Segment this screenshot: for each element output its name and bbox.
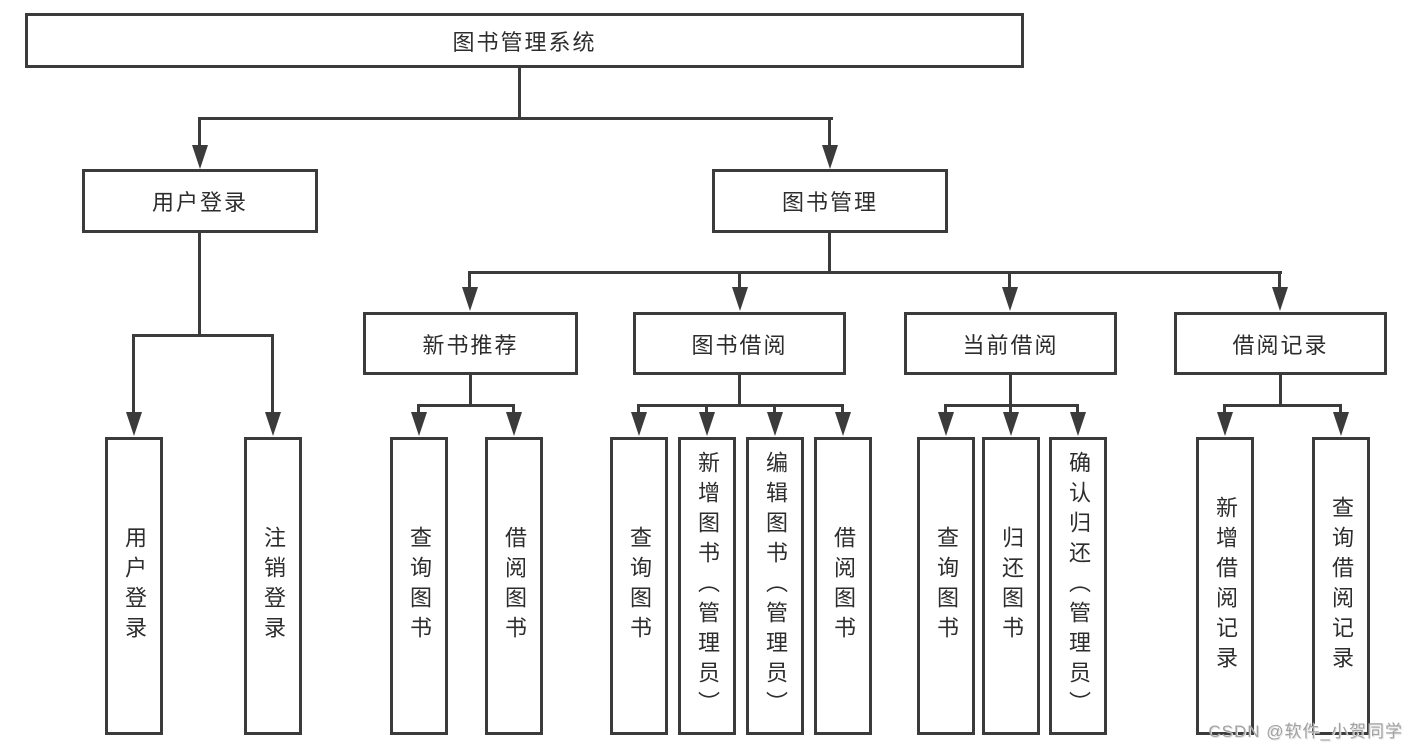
node-leaf-logout: 注销登录 [244, 437, 302, 735]
node-root-label: 图书管理系统 [452, 29, 597, 55]
connector-stub [417, 404, 420, 418]
node-label: 借阅图书 [831, 526, 856, 646]
node-leaf-return-book: 归还图书 [982, 437, 1040, 735]
node-section-current-borrow: 当前借阅 [904, 312, 1117, 375]
node-label: 新书推荐 [422, 332, 519, 358]
connector-user-login-trunk [198, 233, 201, 336]
arrow-down-icon [1333, 412, 1349, 436]
arrow-down-icon [835, 412, 851, 436]
arrow-down-icon [265, 412, 281, 436]
node-label: 查询借阅记录 [1329, 496, 1354, 676]
arrow-down-icon [192, 145, 208, 169]
connector-book-mgmt-trunk [828, 233, 831, 274]
arrow-down-icon [411, 412, 427, 436]
node-leaf-user-login: 用户登录 [105, 437, 163, 735]
arrow-down-icon [732, 287, 748, 311]
node-label: 借阅图书 [502, 526, 527, 646]
node-leaf-current-query-book: 查询图书 [917, 437, 975, 735]
node-label: 图书借阅 [691, 332, 788, 358]
arrow-down-icon [767, 412, 783, 436]
node-leaf-edit-book-admin: 编辑图书（管理员） [746, 437, 804, 735]
connector-stub [773, 404, 776, 418]
csdn-watermark: CSDN @软件_小贺同学 [1208, 722, 1403, 741]
arrow-down-icon [822, 145, 838, 169]
node-leaf-borrow-query-book: 查询图书 [610, 437, 668, 735]
node-label: 查询图书 [934, 526, 959, 646]
node-root-system: 图书管理系统 [25, 13, 1024, 68]
connector-stub [1278, 271, 1281, 293]
arrow-down-icon [699, 412, 715, 436]
connector-stub [512, 404, 515, 418]
connector-stub [1339, 404, 1342, 418]
arrow-down-icon [1003, 412, 1019, 436]
connector-section-trunk [738, 375, 741, 406]
connector-section-trunk [469, 375, 472, 406]
node-section-book-borrow: 图书借阅 [633, 312, 846, 375]
node-label: 归还图书 [999, 526, 1024, 646]
node-leaf-borrow-book: 借阅图书 [814, 437, 872, 735]
node-label: 注销登录 [261, 526, 286, 646]
connector-stub [1009, 404, 1012, 418]
connector-stub [132, 334, 135, 414]
node-leaf-recommend-borrow-book: 借阅图书 [485, 437, 543, 735]
node-leaf-query-borrow-record: 查询借阅记录 [1312, 437, 1370, 735]
connector-stub [841, 404, 844, 418]
node-section-borrow-records: 借阅记录 [1174, 312, 1387, 375]
arrow-down-icon [1272, 287, 1288, 311]
node-label: 用户登录 [151, 190, 248, 215]
connector-group-split [417, 404, 515, 407]
arrow-down-icon [1070, 412, 1086, 436]
connector-section-trunk [1009, 375, 1012, 406]
node-leaf-add-book-admin: 新增图书（管理员） [678, 437, 736, 735]
node-label: 借阅记录 [1232, 332, 1329, 358]
node-label: 编辑图书（管理员） [763, 451, 788, 721]
node-section-new-book-recommend: 新书推荐 [363, 312, 578, 375]
connector-stub [468, 271, 471, 293]
node-label: 用户登录 [122, 526, 147, 646]
connector-group-split [637, 404, 844, 407]
node-leaf-confirm-return-admin: 确认归还（管理员） [1049, 437, 1107, 735]
arrow-down-icon [1002, 287, 1018, 311]
connector-stub [738, 271, 741, 293]
node-label: 确认归还（管理员） [1066, 451, 1091, 721]
node-label: 新增图书（管理员） [695, 451, 720, 721]
node-leaf-add-borrow-record: 新增借阅记录 [1196, 437, 1254, 735]
node-leaf-recommend-query-book: 查询图书 [390, 437, 448, 735]
connector-stub [1008, 271, 1011, 293]
connector-group-split [1223, 404, 1342, 407]
connector-root-split [198, 117, 833, 120]
arrow-down-icon [631, 412, 647, 436]
connector-stub [1223, 404, 1226, 418]
arrow-down-icon [938, 412, 954, 436]
connector-stub [637, 404, 640, 418]
connector-sections-split [468, 271, 1282, 274]
connector-stub [944, 404, 947, 418]
node-branch-user-login: 用户登录 [82, 169, 318, 233]
connector-stub [1076, 404, 1079, 418]
connector-stub [198, 117, 201, 151]
arrow-down-icon [126, 412, 142, 436]
arrow-down-icon [506, 412, 522, 436]
node-branch-book-management: 图书管理 [712, 169, 948, 233]
arrow-down-icon [1217, 412, 1233, 436]
connector-stub [271, 334, 274, 414]
node-label: 新增借阅记录 [1213, 496, 1238, 676]
node-label: 查询图书 [407, 526, 432, 646]
arrow-down-icon [462, 287, 478, 311]
node-label: 当前借阅 [962, 332, 1059, 358]
connector-user-login-split [132, 334, 274, 337]
node-label: 图书管理 [781, 190, 878, 215]
connector-root-trunk [518, 68, 521, 118]
connector-stub [828, 117, 831, 151]
connector-section-trunk [1279, 375, 1282, 406]
connector-stub [705, 404, 708, 418]
node-label: 查询图书 [627, 526, 652, 646]
